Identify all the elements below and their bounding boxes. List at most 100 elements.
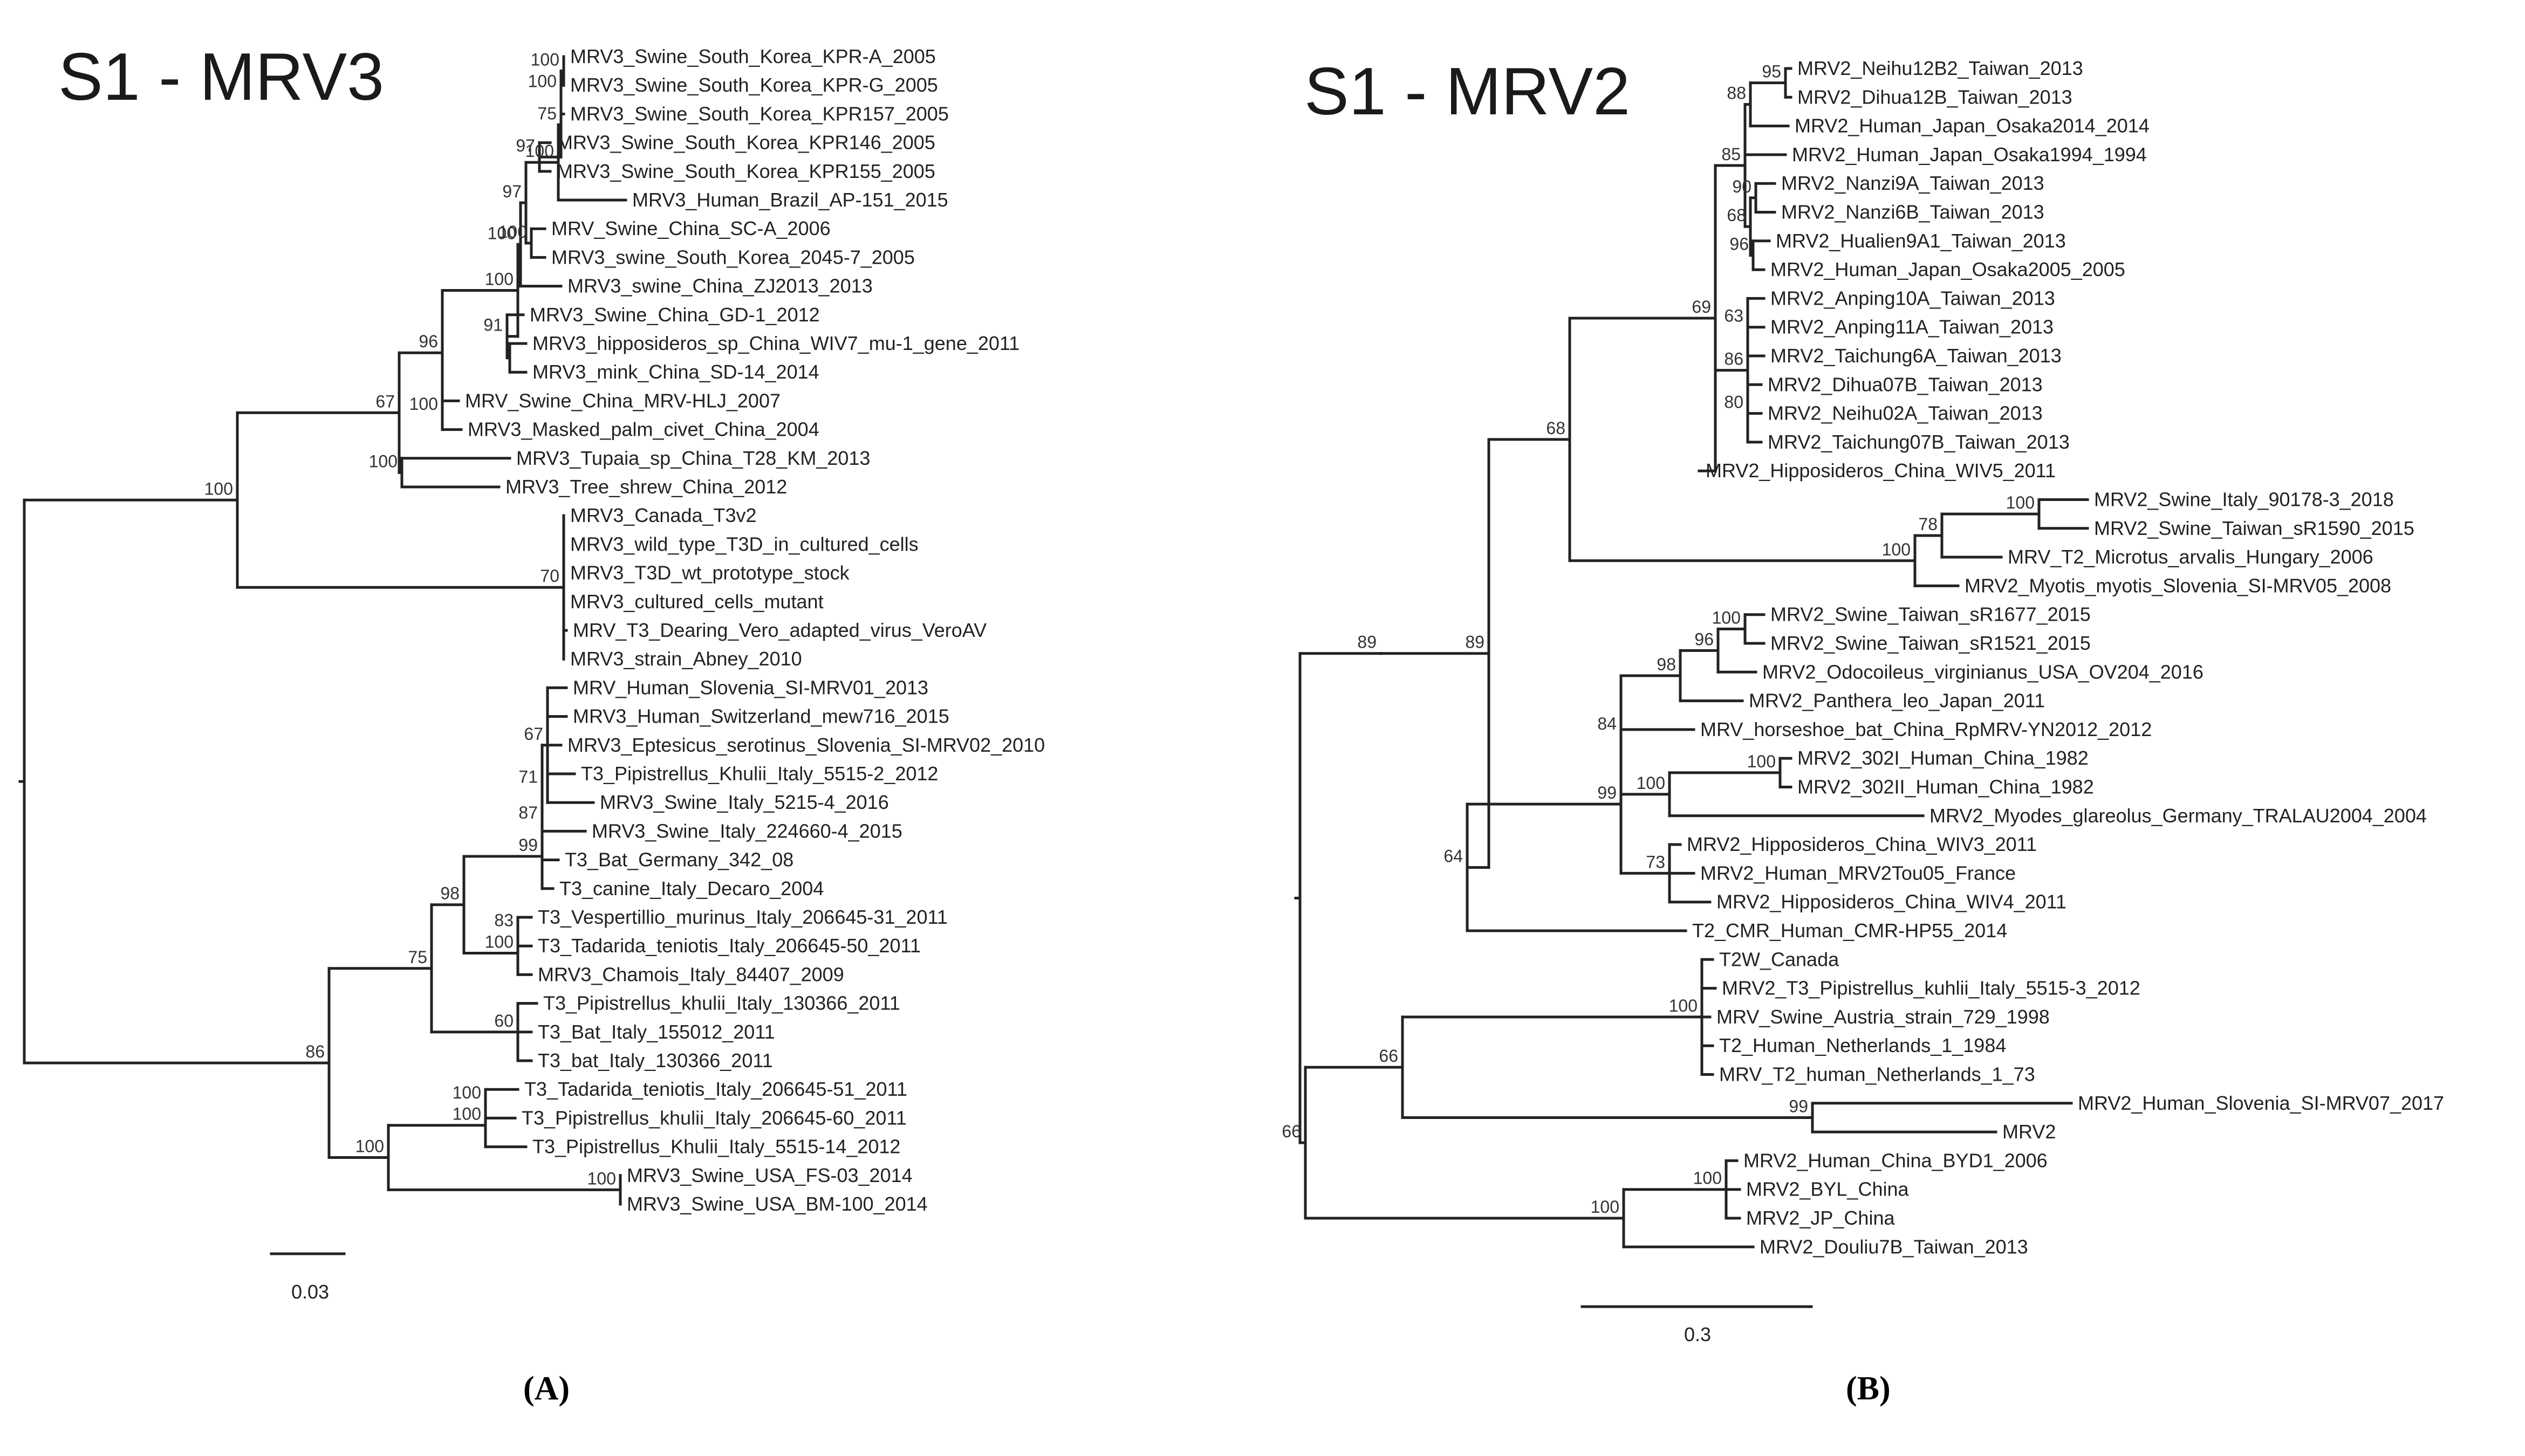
a-leaf-label: T3_Pipistrellus_Khulii_Italy_5515-14_201…: [532, 1136, 900, 1158]
b-bootstrap-value: 84: [1597, 714, 1617, 733]
a-leaf-label: T3_Pipistrellus_Khulii_Italy_5515-2_2012: [581, 763, 938, 785]
b-leaf-label: MRV2_Swine_Italy_90178-3_2018: [2094, 489, 2394, 511]
b-leaf-label: T2_Human_Netherlands_1_1984: [1719, 1034, 2006, 1056]
b-leaf-label: MRV2_Douliu7B_Taiwan_2013: [1760, 1235, 2028, 1258]
b-leaf-label: MRV_T2_human_Netherlands_1_73: [1719, 1063, 2035, 1086]
b-leaf-label: MRV2_Neihu02A_Taiwan_2013: [1768, 402, 2043, 424]
b-leaf-label: MRV2_Human_Japan_Osaka2005_2005: [1770, 258, 2125, 280]
b-bootstrap-value: 96: [1729, 234, 1749, 253]
a-leaf-label: T3_Pipistrellus_khulii_Italy_130366_2011: [543, 992, 900, 1014]
b-leaf-label: MRV2_Taichung07B_Taiwan_2013: [1768, 431, 2070, 453]
b-leaf-label: MRV2_Swine_Taiwan_sR1521_2015: [1770, 632, 2091, 654]
a-bootstrap-value: 91: [483, 315, 503, 335]
a-bootstrap-value: 75: [537, 104, 557, 123]
a-leaf-label: MRV3_Swine_USA_FS-03_2014: [627, 1164, 913, 1186]
a-bootstrap-value: 100: [485, 269, 514, 289]
b-bootstrap-value: 98: [1657, 655, 1676, 674]
b-leaf-label: MRV_horseshoe_bat_China_RpMRV-YN2012_201…: [1700, 718, 2152, 740]
b-bootstrap-value: 100: [1693, 1169, 1722, 1188]
a-bootstrap-value: 98: [440, 884, 460, 903]
b-bootstrap-value: 100: [1637, 773, 1665, 793]
a-leaf-label: MRV3_Swine_South_Korea_KPR155_2005: [557, 160, 935, 182]
panel-a-branches: [18, 55, 627, 1206]
panel-b-label: (B): [1846, 1370, 1891, 1407]
b-bootstrap-value: 95: [1762, 62, 1781, 81]
b-leaf-label: MRV2_Dihua07B_Taiwan_2013: [1768, 373, 2043, 395]
panel-b-scale-label: 0.3: [1684, 1323, 1711, 1345]
a-bootstrap-value: 83: [494, 911, 514, 930]
b-leaf-label: MRV2_BYL_China: [1746, 1178, 1909, 1200]
a-bootstrap-value: 100: [453, 1104, 481, 1124]
a-leaf-label: MRV3_Chamois_Italy_84407_2009: [538, 963, 844, 985]
a-leaf-label: MRV3_Human_Switzerland_mew716_2015: [573, 705, 949, 727]
b-leaf-label: MRV2_Human_Japan_Osaka1994_1994: [1792, 143, 2147, 166]
a-bootstrap-value: 97: [502, 182, 522, 201]
a-bootstrap-value: 100: [485, 932, 514, 952]
b-bootstrap-value: 100: [1747, 752, 1776, 771]
b-leaf-label: MRV2_Human_Japan_Osaka2014_2014: [1795, 115, 2150, 137]
a-leaf-label: MRV_T3_Dearing_Vero_adapted_virus_VeroAV: [573, 619, 987, 641]
a-bootstrap-value: 67: [375, 392, 395, 411]
b-leaf-label: MRV2_JP_China: [1746, 1207, 1895, 1229]
a-bootstrap-value: 97: [516, 136, 535, 155]
a-bootstrap-value: 100: [498, 222, 527, 242]
a-leaf-label: T3_Tadarida_teniotis_Italy_206645-51_201…: [524, 1078, 907, 1100]
b-leaf-label: MRV2_Hipposideros_China_WIV3_2011: [1687, 833, 2037, 855]
panel-b-branches: [1294, 67, 2089, 1248]
b-leaf-label: MRV_Swine_Austria_strain_729_1998: [1716, 1006, 2050, 1028]
panel-a-title: S1 - MRV3: [58, 40, 384, 114]
b-bootstrap-value: 100: [2006, 493, 2035, 512]
a-leaf-label: MRV3_Masked_palm_civet_China_2004: [468, 418, 819, 441]
b-leaf-label: MRV2_Nanzi9A_Taiwan_2013: [1781, 172, 2044, 194]
a-leaf-label: T3_Vespertillio_murinus_Italy_206645-31_…: [538, 906, 948, 928]
b-leaf-label: MRV2_Swine_Taiwan_sR1677_2015: [1770, 603, 2091, 626]
b-bootstrap-value: 99: [1789, 1096, 1808, 1116]
b-bootstrap-value: 66: [1379, 1046, 1398, 1066]
a-bootstrap-value: 96: [419, 332, 438, 351]
a-bootstrap-value: 100: [525, 141, 554, 161]
b-leaf-label: MRV2_Myotis_myotis_Slovenia_SI-MRV05_200…: [1965, 574, 2391, 596]
a-leaf-label: T3_Bat_Germany_342_08: [565, 849, 793, 871]
b-leaf-label: MRV2_Human_Slovenia_SI-MRV07_2017: [2078, 1092, 2444, 1114]
a-leaf-label: MRV3_strain_Abney_2010: [570, 648, 802, 670]
a-bootstrap-value: 99: [518, 835, 538, 855]
b-bootstrap-value: 100: [1591, 1197, 1619, 1217]
a-leaf-label: MRV3_Swine_South_Korea_KPR157_2005: [570, 102, 949, 125]
a-leaf-label: MRV3_Tree_shrew_China_2012: [505, 476, 787, 498]
b-bootstrap-value: 64: [1443, 847, 1463, 866]
a-leaf-label: T3_Tadarida_teniotis_Italy_206645-50_201…: [538, 935, 921, 957]
a-bootstrap-value: 70: [540, 566, 559, 586]
b-leaf-label: MRV2_Nanzi6B_Taiwan_2013: [1781, 201, 2044, 223]
a-bootstrap-value: 100: [409, 394, 438, 414]
b-bootstrap-value: 80: [1724, 393, 1743, 412]
b-leaf-label: T2W_Canada: [1719, 948, 1839, 970]
b-bootstrap-value: 73: [1646, 852, 1665, 871]
b-bootstrap-value: 68: [1546, 418, 1565, 438]
a-leaf-label: MRV3_swine_China_ZJ2013_2013: [567, 275, 873, 297]
panel-a-bootstrap-values: 1006796100100971007510010097100911001007…: [204, 50, 616, 1189]
b-leaf-label: MRV2_Hipposideros_China_WIV4_2011: [1716, 891, 2066, 913]
a-leaf-label: MRV_Swine_China_MRV-HLJ_2007: [465, 389, 781, 411]
a-leaf-label: MRV3_Swine_South_Korea_KPR-G_2005: [570, 74, 938, 96]
b-bootstrap-value: 85: [1721, 145, 1741, 164]
a-leaf-label: MRV3_Human_Brazil_AP-151_2015: [632, 189, 948, 211]
a-leaf-label: MRV_Swine_China_SC-A_2006: [551, 217, 831, 239]
panel-a-leaf-labels: MRV3_Swine_South_Korea_KPR-A_2005MRV3_Sw…: [465, 45, 1045, 1215]
b-leaf-label: MRV2_Anping10A_Taiwan_2013: [1770, 287, 2055, 309]
a-bootstrap-value: 100: [355, 1137, 384, 1156]
panel-b-title: S1 - MRV2: [1304, 54, 1630, 129]
b-bootstrap-value: 68: [1727, 205, 1746, 225]
a-leaf-label: MRV_Human_Slovenia_SI-MRV01_2013: [573, 676, 928, 698]
a-bootstrap-value: 100: [531, 50, 559, 70]
b-leaf-label: MRV2_Taichung6A_Taiwan_2013: [1770, 345, 2062, 367]
panel-b-leaf-labels: MRV2_Neihu12B2_Taiwan_2013MRV2_Dihua12B_…: [1687, 57, 2444, 1258]
b-bootstrap-value: 90: [1732, 177, 1751, 196]
a-leaf-label: MRV3_Canada_T3v2: [570, 504, 757, 526]
a-bootstrap-value: 100: [587, 1169, 616, 1188]
a-leaf-label: MRV3_Swine_South_Korea_KPR146_2005: [557, 132, 935, 154]
b-bootstrap-value: 66: [1282, 1122, 1301, 1141]
a-leaf-label: MRV3_Swine_Italy_224660-4_2015: [592, 820, 902, 842]
a-leaf-label: MRV3_mink_China_SD-14_2014: [532, 361, 819, 383]
